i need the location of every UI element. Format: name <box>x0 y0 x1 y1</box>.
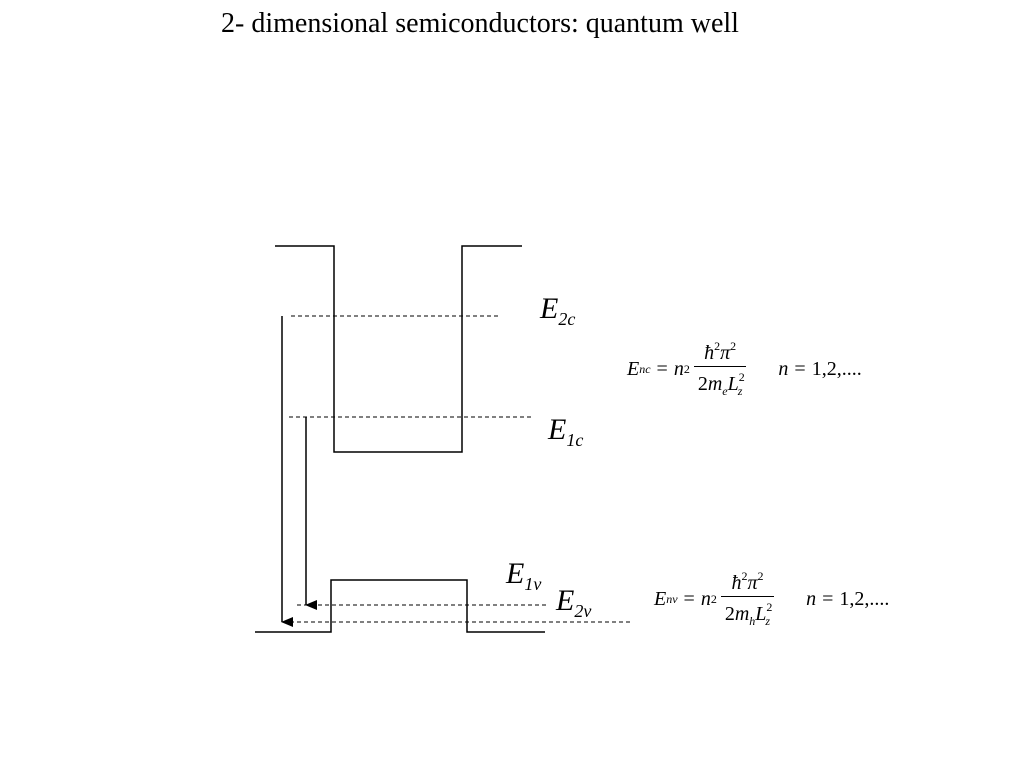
slide-title: 2- dimensional semiconductors: quantum w… <box>221 8 739 39</box>
label-e1c: E1c <box>548 413 584 450</box>
label-e1v: E1v <box>506 557 542 594</box>
label-e2c: E2c <box>540 292 576 329</box>
label-e2v: E2v <box>556 584 592 621</box>
valence-band-well <box>255 579 545 633</box>
conduction-fraction: ħ2π2 2meL2z <box>693 340 747 397</box>
conduction-band-well <box>275 245 522 453</box>
valence-fraction: ħ2π2 2mhL2z <box>720 570 775 627</box>
